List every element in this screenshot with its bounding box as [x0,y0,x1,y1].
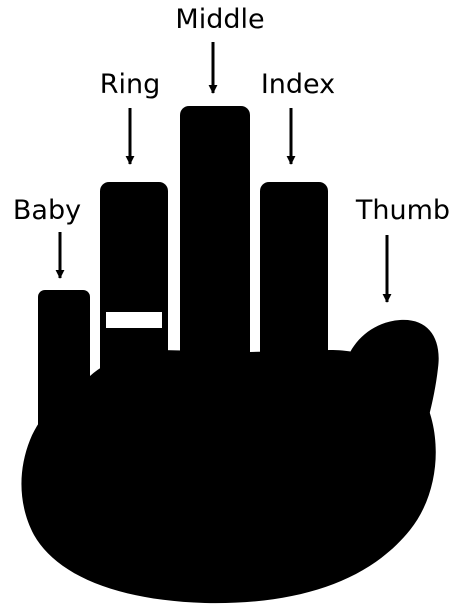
middle-label: Middle [175,4,264,35]
ring-finger-shape [100,182,168,397]
index-finger-shape [260,182,328,397]
thumb-label: Thumb [355,195,450,226]
middle-finger-shape [180,106,250,396]
ring-band [106,312,162,328]
baby-finger-shape [38,290,90,455]
index-label: Index [261,69,335,100]
ring-label: Ring [100,69,161,100]
hand-silhouette [21,106,438,603]
baby-label: Baby [13,195,81,226]
